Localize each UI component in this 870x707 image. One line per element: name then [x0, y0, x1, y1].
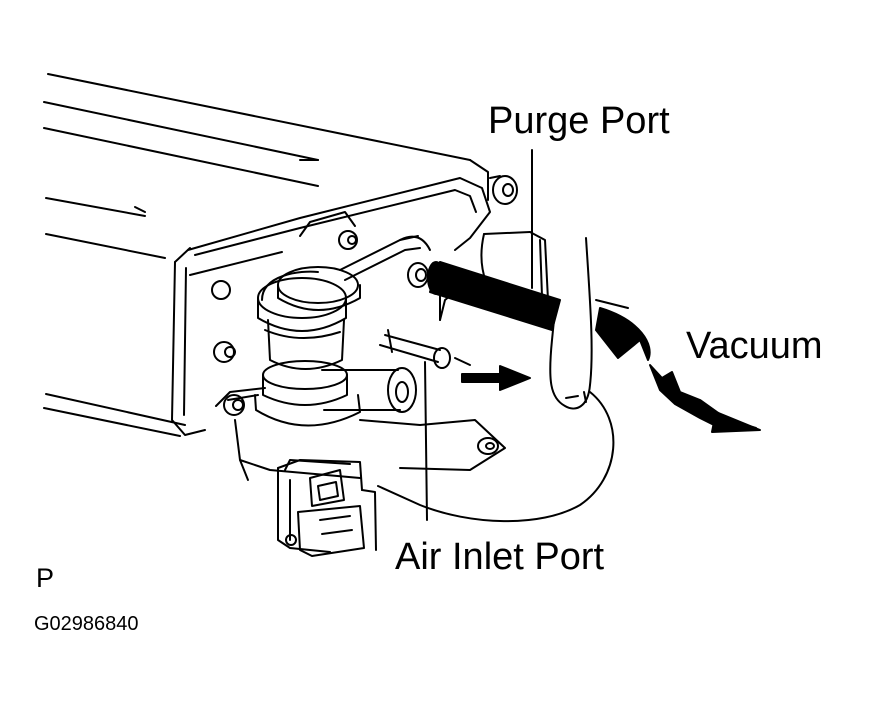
air-inlet-tube — [379, 329, 451, 369]
view-letter: P — [36, 563, 55, 593]
vacuum-label: Vacuum — [686, 325, 823, 367]
canister-body — [43, 73, 489, 437]
vacuum-arrow — [595, 299, 761, 433]
air-inlet-arrow — [454, 357, 531, 391]
end-plate — [171, 175, 518, 436]
purge-port-label: Purge Port — [488, 100, 670, 142]
purge-hose — [427, 231, 561, 331]
highlight-circle — [377, 391, 615, 523]
air-inlet-port-label: Air Inlet Port — [395, 536, 605, 578]
valve-assembly — [227, 266, 361, 427]
mounting-bracket — [234, 419, 506, 481]
leader-lines — [424, 149, 533, 521]
finger — [549, 237, 593, 410]
lower-tube — [215, 367, 417, 413]
upper-pipe — [339, 235, 431, 281]
electrical-connector — [277, 459, 377, 557]
figure-code: G02986840 — [34, 613, 139, 635]
